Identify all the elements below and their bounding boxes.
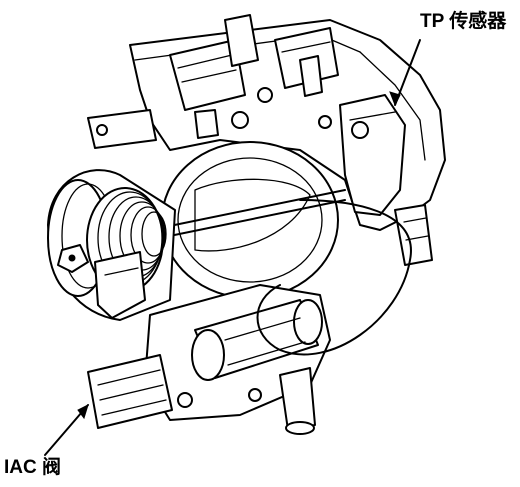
iac-valve-body bbox=[87, 284, 331, 435]
hose-loop bbox=[256, 199, 412, 356]
throttle-drum bbox=[47, 169, 176, 321]
tp-sensor-body bbox=[318, 94, 433, 266]
iac-valve-label: IAC 阀 bbox=[4, 457, 62, 478]
tp-sensor-label: TP 传感器 bbox=[420, 11, 507, 32]
iac-pointer-arrowhead bbox=[77, 404, 89, 420]
tp-pointer-arrowhead bbox=[389, 91, 401, 107]
tp-pointer-line bbox=[394, 39, 421, 106]
throttle-bore bbox=[149, 141, 346, 299]
